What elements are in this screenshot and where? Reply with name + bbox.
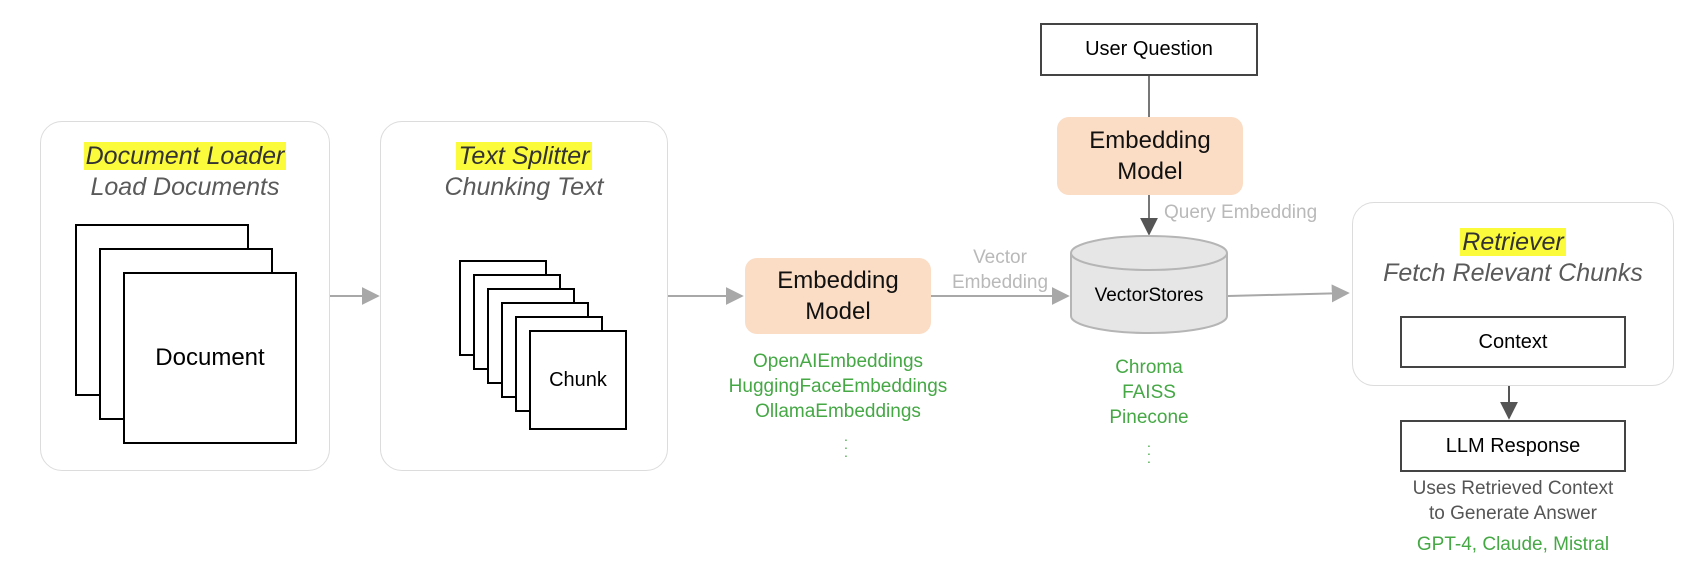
embedding-example-item: OllamaEmbeddings — [755, 401, 921, 422]
vectorstore-label: VectorStores — [1094, 285, 1204, 306]
vectorstore-example-item: Pinecone — [1109, 407, 1189, 428]
text-splitter-panel: Text Splitter Chunking Text Chunk — [380, 121, 668, 471]
vectorstore-example-item: Chroma — [1115, 357, 1183, 378]
document-label: Document — [155, 344, 265, 371]
llm-models: GPT-4, Claude, Mistral — [1416, 534, 1610, 555]
vectorstore-examples: Chroma FAISS Pinecone — [1069, 355, 1229, 430]
user-question-label: User Question — [1085, 38, 1213, 60]
context-label: Context — [1478, 330, 1548, 353]
document-sheet-front: Document — [123, 272, 297, 444]
context-node: Context — [1400, 316, 1626, 368]
embedding-more-ellipsis: ... — [844, 428, 848, 460]
chunk-label: Chunk — [549, 368, 607, 391]
document-loader-subtitle: Load Documents — [90, 173, 280, 201]
vector-embedding-label: Vector Embedding — [951, 247, 1049, 293]
retriever-title: Retriever — [1460, 228, 1566, 256]
embedding-example-item: HuggingFaceEmbeddings — [728, 376, 948, 397]
text-splitter-subtitle: Chunking Text — [444, 173, 604, 201]
vectorstore-example-item: FAISS — [1122, 382, 1176, 403]
arrow-vectorstore-to-retriever — [1227, 284, 1350, 303]
document-loader-panel: Document Loader Load Documents Document — [40, 121, 330, 471]
vectorstore-cylinder — [1070, 235, 1228, 334]
chunk-sheet-front: Chunk — [529, 330, 627, 430]
embedding-example-item: OpenAIEmbeddings — [752, 351, 924, 372]
embedding-examples: OpenAIEmbeddings HuggingFaceEmbeddings O… — [708, 349, 968, 424]
embedding-model-node: Embedding Model — [745, 258, 931, 334]
llm-note-line: to Generate Answer — [1429, 503, 1597, 524]
llm-note-line: Uses Retrieved Context — [1412, 478, 1614, 499]
query-embedding-label: Query Embedding — [1164, 202, 1318, 223]
llm-response-label: LLM Response — [1445, 434, 1581, 457]
retriever-subtitle: Fetch Relevant Chunks — [1383, 259, 1643, 287]
vectorstore-more-ellipsis: ... — [1147, 434, 1151, 466]
llm-response-node: LLM Response — [1400, 420, 1626, 472]
user-question-node: User Question — [1040, 23, 1258, 76]
embedding-model-query-node: Embedding Model — [1057, 117, 1243, 195]
document-loader-title: Document Loader — [83, 142, 287, 170]
text-splitter-title: Text Splitter — [456, 142, 592, 170]
llm-note: Uses Retrieved Context to Generate Answe… — [1373, 476, 1653, 526]
